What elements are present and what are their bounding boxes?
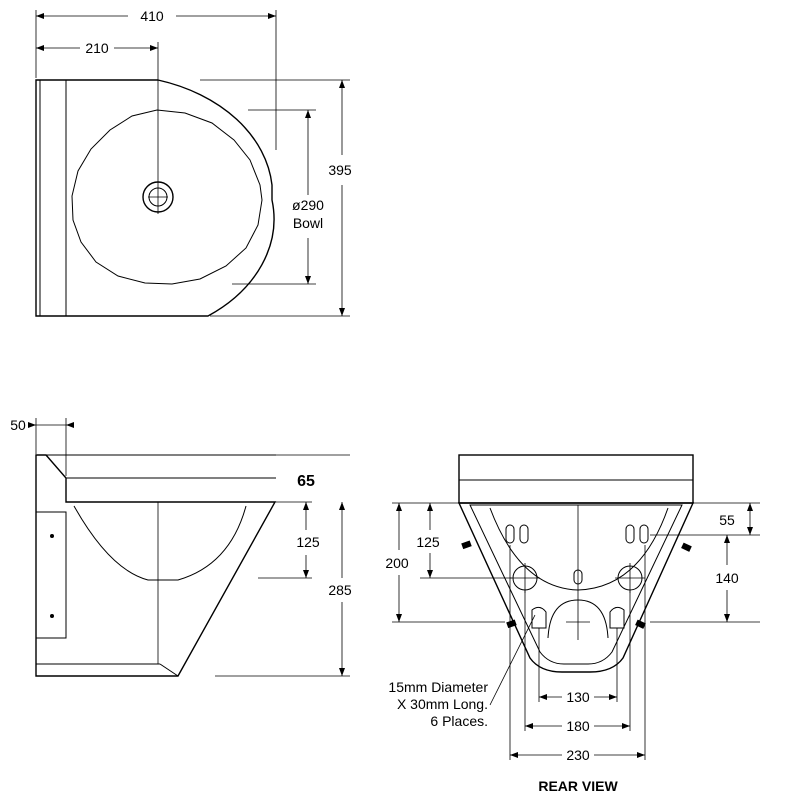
- dim-410-label: 410: [140, 8, 164, 24]
- slot-top-right-a: [625, 524, 635, 544]
- arrow: [747, 503, 753, 511]
- arrow: [339, 668, 345, 676]
- dim-140-label: 140: [715, 570, 739, 586]
- rear-view: 55 140 125 200 130: [385, 454, 760, 794]
- arrow: [622, 723, 630, 729]
- arrow: [36, 13, 44, 19]
- dim-290-label: ø290: [292, 197, 324, 213]
- dim-50-label: 50: [10, 417, 26, 433]
- arrow: [525, 723, 533, 729]
- arrow: [268, 13, 276, 19]
- mounting-bracket: [35, 511, 67, 639]
- dim-rear-125-label: 125: [416, 534, 440, 550]
- arrow: [339, 308, 345, 316]
- arrow: [747, 527, 753, 535]
- dim-290-bowl-label: Bowl: [293, 215, 323, 231]
- slot-top-right-b: [639, 524, 649, 544]
- rear-center-slot: [573, 569, 583, 585]
- rear-view-title: REAR VIEW: [538, 778, 618, 794]
- dim-55-label: 55: [719, 512, 735, 528]
- screw-icon: [461, 540, 472, 550]
- arrow: [609, 694, 617, 700]
- dim-210-label: 210: [85, 40, 109, 56]
- arrow: [510, 752, 518, 758]
- bracket-hole-bottom: [50, 614, 54, 618]
- dim-230-label: 230: [566, 747, 590, 763]
- dim-125-label: 125: [296, 534, 320, 550]
- arrow: [305, 110, 311, 118]
- arrow: [339, 502, 345, 510]
- arrow: [303, 502, 309, 510]
- arrow: [724, 535, 730, 543]
- rear-funnel-inner: [469, 504, 683, 665]
- slot-top-left-a: [505, 524, 515, 544]
- dim-65-label: 65: [297, 473, 315, 490]
- side-view-outline: [35, 454, 277, 677]
- rear-drain-arch: [547, 599, 609, 639]
- dim-395-label: 395: [328, 162, 352, 178]
- slot-note-line1: 15mm Diameter: [388, 679, 488, 695]
- arrow: [427, 503, 433, 511]
- arrow: [339, 80, 345, 88]
- arrow: [28, 422, 36, 428]
- top-view-outline: [35, 79, 275, 317]
- arrow: [303, 570, 309, 578]
- slot-note-line3: 6 Places.: [430, 713, 488, 729]
- arrow: [637, 752, 645, 758]
- rear-rim-block: [458, 454, 694, 504]
- slot-top-left-b: [519, 524, 529, 544]
- base-corner: [159, 663, 179, 677]
- arrow: [66, 422, 74, 428]
- bracket-hole-top: [50, 534, 54, 538]
- arrow: [427, 570, 433, 578]
- dim-130-label: 130: [566, 689, 590, 705]
- arrow: [150, 45, 158, 51]
- dim-200-label: 200: [385, 555, 409, 571]
- arrow: [396, 503, 402, 511]
- screw-icon: [681, 542, 692, 552]
- arrow: [36, 45, 44, 51]
- dim-180-label: 180: [566, 718, 590, 734]
- slot-bottom-left: [531, 606, 547, 629]
- bowl-profile: [73, 505, 247, 581]
- arrow: [305, 276, 311, 284]
- slot-bottom-right: [609, 606, 625, 629]
- dim-285-label: 285: [328, 582, 352, 598]
- note-leader: [489, 614, 536, 706]
- top-view: 410 210 395 ø290 Bowl: [35, 8, 352, 317]
- screw-icon: [506, 619, 517, 629]
- slot-note-line2: X 30mm Long.: [397, 696, 488, 712]
- rear-funnel-outline: [457, 502, 695, 673]
- side-view: 50 65 125 285: [10, 417, 352, 677]
- screw-icon: [635, 619, 646, 629]
- bowl-outline: [71, 109, 263, 285]
- arrow: [539, 694, 547, 700]
- arrow: [724, 614, 730, 622]
- arrow: [396, 614, 402, 622]
